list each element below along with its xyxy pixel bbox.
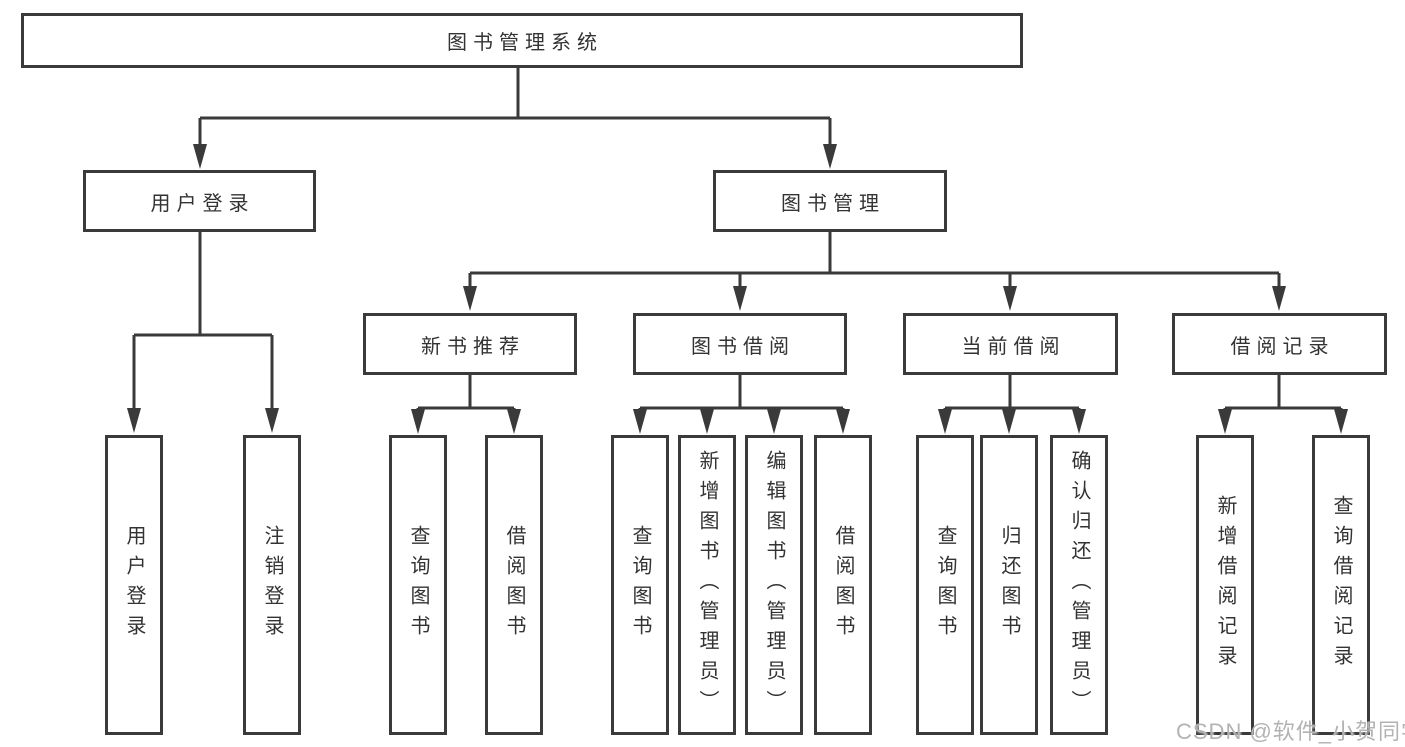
leaf-return-books: 归还图书 bbox=[980, 435, 1038, 735]
leaf-query-books-borrow: 查询图书 bbox=[611, 435, 669, 735]
node-label: 归还图书 bbox=[998, 525, 1020, 645]
node-label: 确认归还（管理员） bbox=[1068, 450, 1090, 720]
csdn-watermark: CSDN @软件_小贺同学 bbox=[1176, 719, 1405, 744]
node-label: 图书借阅 bbox=[691, 335, 795, 358]
node-label: 当前借阅 bbox=[961, 335, 1066, 358]
node-user-login: 用户登录 bbox=[83, 170, 316, 232]
node-label: 借阅图书 bbox=[832, 525, 854, 645]
leaf-logout: 注销登录 bbox=[243, 435, 301, 735]
arrowhead-icons bbox=[127, 144, 1348, 434]
leaf-query-books-current: 查询图书 bbox=[916, 435, 974, 735]
leaf-confirm-return-admin: 确认归还（管理员） bbox=[1050, 435, 1108, 735]
leaf-borrow-books-recommend: 借阅图书 bbox=[485, 435, 543, 735]
node-book-management: 图书管理 bbox=[713, 170, 947, 232]
node-label: 新增借阅记录 bbox=[1214, 495, 1236, 675]
leaf-query-borrow-record: 查询借阅记录 bbox=[1312, 435, 1370, 735]
node-new-book-recommendation: 新书推荐 bbox=[363, 313, 577, 375]
node-library-management-system: 图书管理系统 bbox=[21, 13, 1023, 68]
node-label: 用户登录 bbox=[123, 525, 145, 645]
node-label: 新书推荐 bbox=[421, 335, 525, 358]
node-current-borrowing: 当前借阅 bbox=[903, 313, 1118, 375]
node-label: 图书管理 bbox=[781, 192, 885, 215]
leaf-edit-book-admin: 编辑图书（管理员） bbox=[745, 435, 803, 735]
node-label: 用户登录 bbox=[150, 192, 255, 215]
node-label: 查询借阅记录 bbox=[1330, 495, 1352, 675]
node-label: 借阅记录 bbox=[1230, 335, 1335, 358]
node-borrowing-records: 借阅记录 bbox=[1172, 313, 1387, 375]
node-label: 查询图书 bbox=[407, 525, 429, 645]
leaf-query-books-recommend: 查询图书 bbox=[389, 435, 447, 735]
leaf-borrow-books: 借阅图书 bbox=[814, 435, 872, 735]
node-label: 编辑图书（管理员） bbox=[763, 450, 785, 720]
leaf-user-login: 用户登录 bbox=[105, 435, 163, 735]
node-label: 查询图书 bbox=[934, 525, 956, 645]
node-label: 新增图书（管理员） bbox=[696, 450, 718, 720]
leaf-add-borrow-record: 新增借阅记录 bbox=[1196, 435, 1254, 735]
node-label: 注销登录 bbox=[261, 525, 283, 645]
node-label: 借阅图书 bbox=[503, 525, 525, 645]
node-label: 查询图书 bbox=[629, 525, 651, 645]
node-book-borrowing: 图书借阅 bbox=[633, 313, 847, 375]
node-label: 图书管理系统 bbox=[447, 32, 603, 54]
leaf-add-book-admin: 新增图书（管理员） bbox=[678, 435, 736, 735]
